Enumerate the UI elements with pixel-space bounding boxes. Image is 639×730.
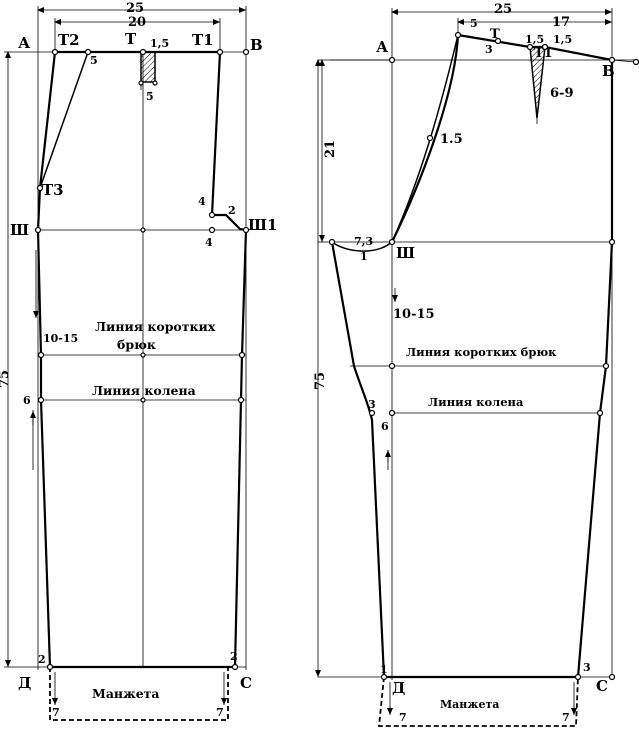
dim-3-bottom: 3 bbox=[583, 661, 591, 674]
knee-line-label-right: Линия колена bbox=[428, 395, 524, 409]
point-a-right: А bbox=[376, 38, 389, 56]
right-pattern: А Т Т1 В Ш Д С 25 17 21 75 5 3 1,5 1,5 6… bbox=[313, 2, 639, 727]
short-trousers-line-label-2: брюк bbox=[117, 337, 156, 352]
point-b: В bbox=[250, 36, 263, 54]
left-labels: А Т2 Т Т1 В Т3 Ш Ш1 Д С 25 20 75 1,5 5 5… bbox=[0, 1, 277, 719]
dim-20: 20 bbox=[128, 15, 146, 30]
dim-5a: 5 bbox=[90, 54, 98, 67]
point-sh: Ш bbox=[10, 221, 29, 239]
dim-2-left: 2 bbox=[38, 653, 46, 666]
dim-dart-1-5: 1,5 bbox=[150, 37, 169, 50]
knee-line-label: Линия колена bbox=[92, 383, 196, 398]
left-pattern: А Т2 Т Т1 В Т3 Ш Ш1 Д С 25 20 75 1,5 5 5… bbox=[0, 1, 277, 721]
right-frame bbox=[318, 59, 636, 680]
point-a: А bbox=[18, 34, 31, 52]
dim-2-right: 2 bbox=[230, 650, 238, 663]
dim-7-left: 7 bbox=[52, 706, 60, 719]
dim-7-right-right: 7 bbox=[562, 711, 570, 724]
point-t1-right: Т1 bbox=[534, 46, 553, 61]
dim-3-right: 3 bbox=[485, 43, 493, 56]
right-dimensions bbox=[315, 8, 613, 677]
cuff-label: Манжета bbox=[92, 686, 160, 701]
dim-7-right: 7 bbox=[216, 706, 224, 719]
left-points bbox=[34, 48, 250, 671]
dim-25: 25 bbox=[126, 1, 144, 16]
dim-5-right: 5 bbox=[470, 17, 478, 30]
dim-6-right: 6 bbox=[381, 420, 389, 433]
dim-7-left-right: 7 bbox=[399, 711, 407, 724]
point-c: С bbox=[240, 674, 252, 692]
dim-1-5: 1.5 bbox=[440, 132, 463, 147]
dim-4a: 4 bbox=[198, 195, 206, 208]
short-trousers-line-label-right: Линия коротких брюк bbox=[406, 345, 557, 359]
dim-25-right: 25 bbox=[494, 2, 512, 17]
point-t: Т bbox=[125, 30, 137, 48]
right-outline bbox=[330, 33, 637, 727]
dim-75: 75 bbox=[0, 370, 12, 388]
point-sh-right: Ш bbox=[396, 244, 415, 262]
right-labels: А Т Т1 В Ш Д С 25 17 21 75 5 3 1,5 1,5 6… bbox=[313, 2, 615, 724]
dim-75-right: 75 bbox=[313, 372, 328, 390]
left-dimensions bbox=[4, 6, 247, 668]
point-t1: Т1 bbox=[192, 31, 214, 49]
dim-10-15-right: 10-15 bbox=[393, 307, 435, 322]
right-points bbox=[328, 31, 639, 681]
dim-2: 2 bbox=[228, 204, 236, 217]
dim-5b: 5 bbox=[146, 90, 154, 103]
point-b-right: В bbox=[602, 62, 615, 80]
dim-17-right: 17 bbox=[552, 15, 570, 30]
short-trousers-line-label-1: Линия коротких bbox=[95, 319, 216, 334]
dim-dart-b: 1,5 bbox=[553, 33, 572, 46]
dim-dart-a: 1,5 bbox=[525, 33, 544, 46]
dim-21-right: 21 bbox=[323, 140, 338, 158]
dim-1-bottom: 1 bbox=[380, 663, 388, 676]
dim-3-knee: 3 bbox=[368, 398, 376, 411]
point-t3: Т3 bbox=[42, 181, 64, 199]
dim-7-3: 7,3 bbox=[354, 235, 373, 248]
point-d: Д bbox=[18, 674, 31, 692]
point-c-right: С bbox=[596, 677, 608, 695]
point-t-right: Т bbox=[490, 27, 500, 42]
point-t2: Т2 bbox=[58, 31, 80, 49]
dim-1: 1 bbox=[360, 250, 368, 263]
dim-4b: 4 bbox=[205, 236, 213, 249]
cuff-label-right: Манжета bbox=[440, 698, 499, 711]
dim-10-15: 10-15 bbox=[43, 332, 78, 345]
dim-6-9: 6-9 bbox=[550, 86, 574, 101]
point-sh1: Ш1 bbox=[248, 216, 277, 234]
point-d-right: Д bbox=[392, 679, 405, 697]
dim-6: 6 bbox=[23, 394, 31, 407]
